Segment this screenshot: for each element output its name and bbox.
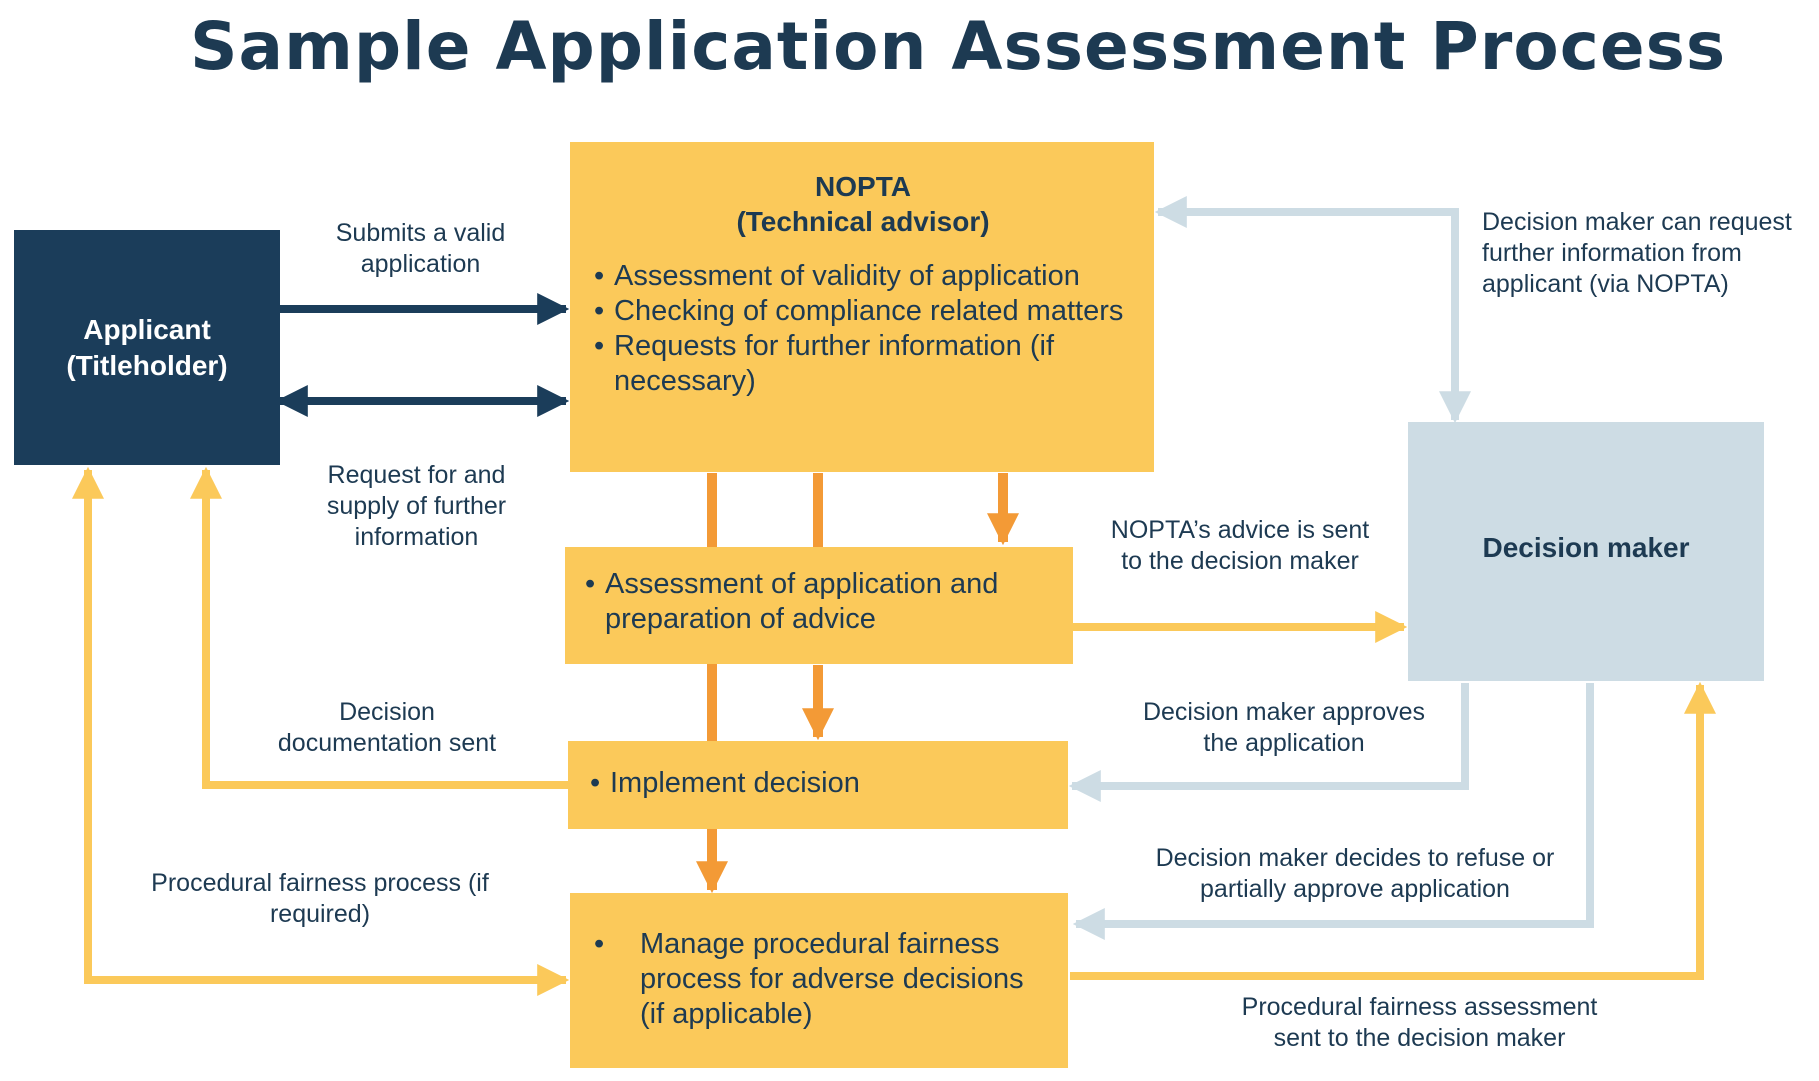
arrow-dm-refuses bbox=[1072, 683, 1594, 940]
nopta-task-compliance: Checking of compliance related matters bbox=[592, 294, 1134, 329]
applicant-title: Applicant bbox=[83, 313, 211, 345]
arrow-pf-to-applicant bbox=[72, 466, 300, 984]
applicant-subtitle: (Titleholder) bbox=[66, 349, 228, 381]
assessment-box: Assessment of application and preparatio… bbox=[565, 547, 1073, 664]
implement-task: Implement decision bbox=[588, 766, 1048, 801]
decision-maker-title: Decision maker bbox=[1482, 532, 1690, 563]
implement-list: Implement decision bbox=[588, 766, 1048, 801]
arrow-decision-doc bbox=[190, 466, 568, 789]
nopta-task-validity: Assessment of validity of application bbox=[592, 259, 1134, 294]
decision-maker-box: Decision maker bbox=[1408, 422, 1764, 681]
fairness-box: Manage procedural fairness process for a… bbox=[570, 893, 1068, 1068]
label-dm-refuses: Decision maker decides to refuse or part… bbox=[1155, 844, 1555, 903]
label-pf-process: Procedural fairness process (if required… bbox=[151, 869, 489, 928]
assessment-task: Assessment of application and preparatio… bbox=[583, 567, 1053, 637]
label-dm-approves: Decision maker approves the application bbox=[1142, 698, 1426, 757]
fairness-list: Manage procedural fairness process for a… bbox=[592, 927, 1048, 1032]
nopta-box: NOPTA (Technical advisor) Assessment of … bbox=[570, 142, 1154, 472]
label-advice-sent: NOPTA’s advice is sent to the decision m… bbox=[1110, 516, 1370, 575]
label-submits: Submits a valid application bbox=[335, 219, 506, 278]
implement-box: Implement decision bbox=[568, 741, 1068, 829]
arrow-pf-assessment bbox=[1070, 681, 1716, 980]
label-request-supply: Request for and supply of further inform… bbox=[326, 461, 507, 551]
arrow-dm-nopta bbox=[1154, 196, 1471, 424]
applicant-box: Applicant (Titleholder) bbox=[14, 230, 280, 465]
page-title: Sample Application Assessment Process bbox=[190, 8, 1727, 85]
nopta-task-list: Assessment of validity of application Ch… bbox=[592, 259, 1134, 399]
assessment-list: Assessment of application and preparatio… bbox=[583, 567, 1053, 637]
arrow-dm-approves bbox=[1068, 683, 1469, 802]
label-dm-request: Decision maker can request further infor… bbox=[1482, 208, 1792, 298]
nopta-subtitle: (Technical advisor) bbox=[736, 206, 990, 237]
label-decision-doc: Decision documentation sent bbox=[277, 698, 497, 757]
fairness-task: Manage procedural fairness process for a… bbox=[592, 927, 1048, 1032]
nopta-task-requests: Requests for further information (if nec… bbox=[592, 329, 1134, 399]
label-pf-assessment: Procedural fairness assessment sent to t… bbox=[1241, 993, 1598, 1052]
nopta-title: NOPTA bbox=[815, 171, 911, 202]
